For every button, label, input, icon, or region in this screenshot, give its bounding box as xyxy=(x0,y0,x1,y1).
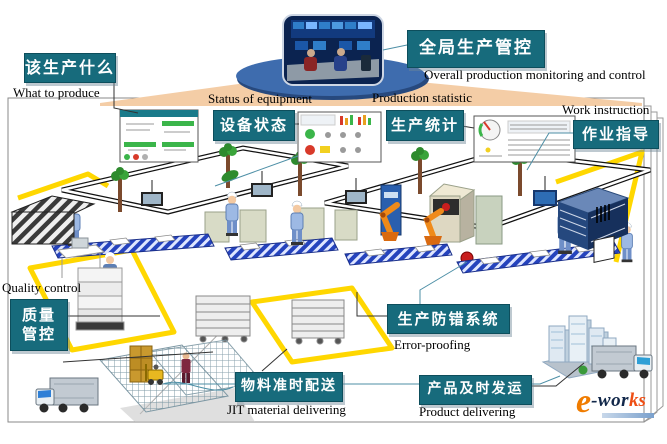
logo-ks: ks xyxy=(629,390,646,411)
forklift xyxy=(145,364,164,385)
label-equipment-status: Status of equipment xyxy=(208,91,312,106)
mesh-cart xyxy=(291,299,345,345)
logo-wor: -wor xyxy=(591,390,629,411)
label-overall-control: Overall production monitoring and contro… xyxy=(424,67,646,82)
callout-jit-delivery: 物料准时配送 xyxy=(235,372,343,402)
quality-line2: 管控 xyxy=(21,325,56,343)
logo-underline xyxy=(602,413,654,418)
line-machines xyxy=(204,183,503,245)
eworks-logo: e-works xyxy=(576,385,654,419)
equipment-status-screen xyxy=(297,111,382,163)
inspection-table xyxy=(56,237,106,278)
label-jit-delivery: JIT material delivering xyxy=(227,402,346,417)
callout-error-proofing: 生产防错系统 xyxy=(387,304,510,334)
robot-arms xyxy=(379,202,444,245)
callout-overall-control: 全局生产管控 xyxy=(407,30,545,68)
callout-product-delivery: 产品及时发运 xyxy=(419,375,532,405)
mesh-cart xyxy=(195,295,251,343)
label-error-proofing: Error-proofing xyxy=(394,337,471,352)
hanging-monitors xyxy=(141,171,557,206)
callout-production-statistic: 生产统计 xyxy=(386,110,464,141)
callout-quality-control: 质量 管控 xyxy=(10,299,68,351)
logo-e: e xyxy=(576,383,592,420)
label-quality-control: Quality control xyxy=(2,280,82,295)
callout-what-to-produce: 该生产什么 xyxy=(24,53,116,83)
city-buildings xyxy=(541,315,631,379)
label-what-to-produce: What to produce xyxy=(13,85,100,100)
production-plan-screen xyxy=(119,109,199,163)
label-work-instruction: Work instruction xyxy=(562,102,650,117)
pallet-stack xyxy=(75,267,125,331)
work-instruction-screen xyxy=(473,115,576,163)
control-room-photo xyxy=(282,14,384,86)
outbound-truck xyxy=(591,345,653,379)
callout-work-instruction: 作业指导 xyxy=(573,120,659,149)
inbound-truck xyxy=(35,377,99,413)
quality-station xyxy=(10,195,106,278)
finished-goods-warehouse xyxy=(556,187,630,263)
quality-line1: 质量 xyxy=(21,306,56,325)
callout-equipment-status: 设备状态 xyxy=(213,110,295,141)
label-production-statistic: Production statistic xyxy=(372,90,473,105)
label-product-delivery: Product delivering xyxy=(419,404,516,419)
